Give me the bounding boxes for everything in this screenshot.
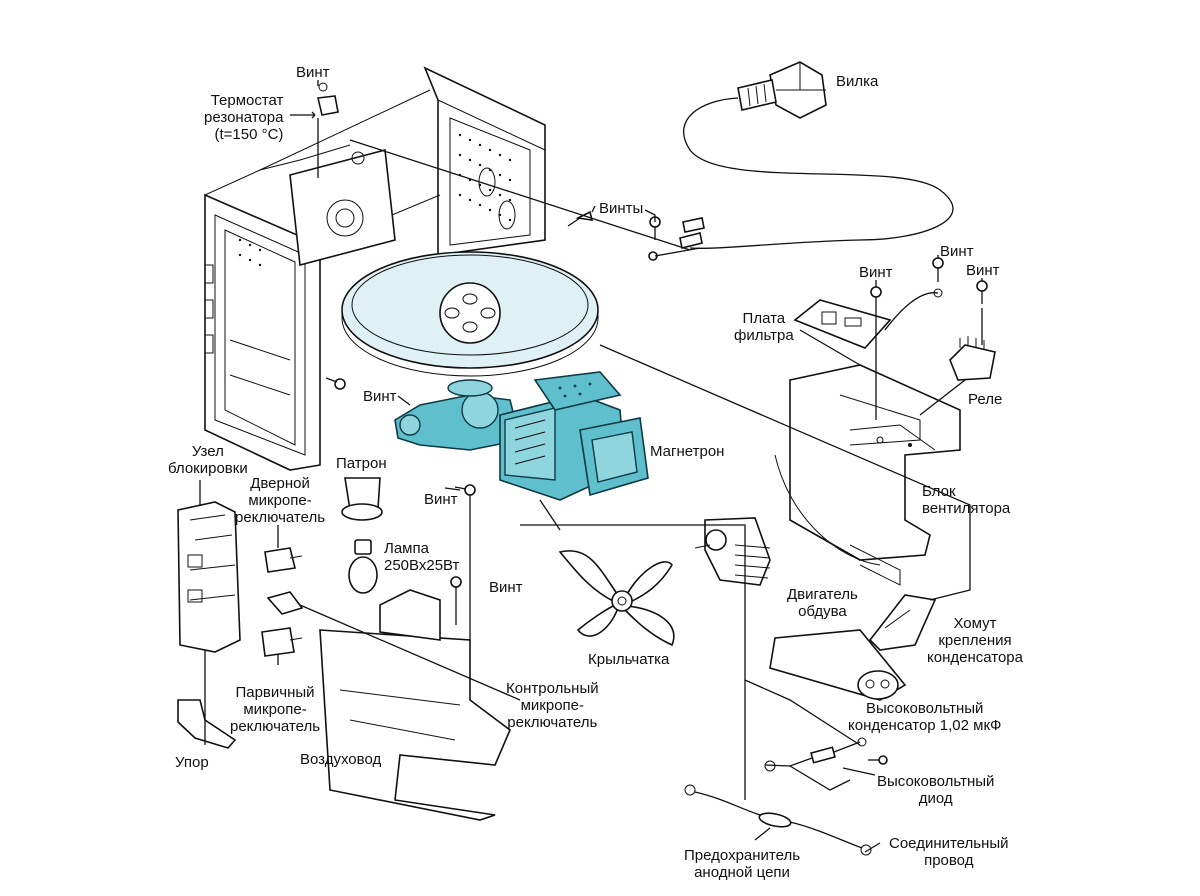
capacitor-clamp: [868, 594, 937, 651]
door-microswitch: [264, 547, 303, 573]
hv-diode: [764, 737, 867, 791]
hv-capacitor: [769, 629, 907, 701]
label-connecting-wire: Соединительный провод: [889, 835, 1009, 869]
magnetron: [394, 371, 649, 501]
label-plug: Вилка: [836, 73, 879, 90]
label-screw-r3: Винт: [966, 262, 1000, 279]
power-plug: [654, 61, 954, 257]
label-screw-duct: Винт: [489, 579, 523, 596]
label-magnetron: Магнетрон: [650, 443, 725, 460]
lamp-socket: [341, 477, 383, 521]
filter-board: [793, 288, 943, 349]
relay: [949, 336, 996, 381]
connecting-wire: [684, 784, 872, 856]
label-hv-diode: Высоковольтный диод: [877, 773, 995, 807]
label-socket: Патрон: [336, 455, 387, 472]
label-interlock-assembly: Узел блокировки: [168, 443, 248, 477]
label-primary-microswitch: Парвичный микропе- реключатель: [230, 684, 321, 735]
label-hv-capacitor: Высоковольтный конденсатор 1,02 мкФ: [848, 700, 1002, 734]
lamp: [348, 539, 378, 594]
label-screw-left: Винт: [363, 388, 397, 405]
label-lamp: Лампа 250Вх25Вт: [384, 540, 460, 574]
label-screw-top: Винт: [296, 64, 330, 81]
fan-motor: [694, 517, 771, 586]
label-control-microswitch: Контрольный микропе- реключатель: [506, 680, 599, 731]
label-fan-unit: Блок вентилятора: [922, 483, 1011, 517]
control-switch-lever: [266, 591, 304, 615]
label-screw-r2: Винт: [940, 243, 974, 260]
label-air-duct: Воздуховод: [300, 751, 382, 768]
primary-microswitch: [261, 627, 303, 657]
label-screws: Винты: [599, 200, 644, 217]
label-resonator-thermostat: Термостат резонатора (t=150 °C): [204, 92, 284, 143]
label-impeller: Крыльчатка: [588, 651, 670, 668]
label-screw-mid: Винт: [424, 491, 458, 508]
interlock-assembly: [177, 501, 241, 653]
fan-housing: [774, 364, 961, 586]
label-fan-motor: Двигатель обдува: [787, 586, 858, 620]
label-filter-board: Плата фильтра: [734, 310, 794, 344]
impeller: [558, 550, 675, 647]
air-duct: [319, 589, 511, 821]
thermostat: [317, 82, 339, 178]
label-stopper: Упор: [175, 754, 209, 771]
label-screw-r1: Винт: [859, 264, 893, 281]
label-capacitor-clamp: Хомут крепления конденсатора: [927, 615, 1023, 666]
stopper: [177, 699, 237, 749]
leader-lines: [199, 80, 983, 853]
label-relay: Реле: [968, 391, 1003, 408]
label-door-microswitch: Дверной микропе- реключатель: [235, 475, 326, 526]
label-anode-fuse: Предохранитель анодной цепи: [684, 847, 801, 881]
cabinet-frame: [204, 66, 546, 471]
turntable-tray: [341, 251, 599, 377]
